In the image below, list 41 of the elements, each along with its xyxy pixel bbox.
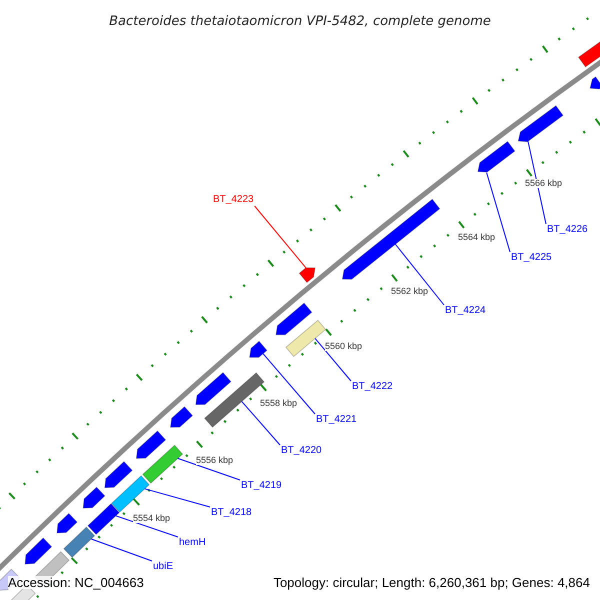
gene-block (285, 320, 326, 358)
gene-label: BT_4226 (547, 225, 588, 235)
gene-label: BT_4222 (352, 382, 393, 392)
gene-label: hemH (179, 538, 206, 548)
gene-label: BT_4225 (511, 253, 552, 263)
position-label: 5556 kbp (196, 456, 234, 465)
gene-label: BT_4221 (316, 415, 357, 425)
gene-feature (342, 198, 440, 280)
gene-feature (298, 267, 316, 284)
leader-line (262, 353, 316, 414)
position-label: 5564 kbp (458, 233, 496, 242)
position-label: 5554 kbp (133, 514, 170, 523)
gene-block (142, 444, 184, 484)
leader-line (254, 206, 306, 268)
gene-feature (477, 140, 516, 172)
gene-label: BT_4224 (445, 306, 486, 316)
leader-line (144, 488, 210, 508)
position-label: 5560 kbp (325, 342, 362, 351)
accession-text: Accession: NC_004663 (8, 576, 144, 589)
position-label: 5562 kbp (391, 287, 428, 296)
leader-line (177, 458, 240, 480)
leader-line (90, 538, 152, 562)
position-label: 5558 kbp (260, 399, 298, 408)
gene-block (110, 475, 150, 513)
leader-line (314, 338, 352, 382)
leader-line (394, 244, 444, 306)
gene-label: BT_4218 (211, 508, 252, 518)
leader-line (241, 400, 280, 446)
leader-line (528, 140, 546, 224)
gene-feature (249, 340, 268, 358)
position-label: 5566 kbp (525, 179, 562, 188)
leader-line (486, 172, 510, 252)
gene-block (63, 526, 96, 558)
gene-label: ubiE (153, 562, 174, 572)
gene-feature (518, 105, 564, 142)
gene-label: BT_4219 (241, 481, 282, 491)
gene-label: BT_4220 (281, 446, 322, 456)
leader-line (115, 515, 178, 538)
genome-info-text: Topology: circular; Length: 6,260,361 bp; Genes: 4,864 (273, 576, 590, 589)
gene-label: BT_4223 (213, 195, 254, 205)
map-title: Bacteroides thetaiotaomicron VPI-5482, complete genome (109, 14, 491, 29)
